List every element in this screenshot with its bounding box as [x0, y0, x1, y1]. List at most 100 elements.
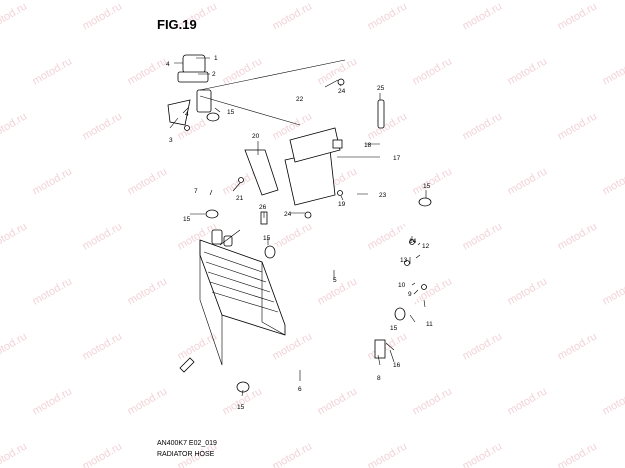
watermark: motod.ru [556, 110, 600, 142]
direction-arrow [179, 357, 195, 373]
part-label: 25 [377, 85, 385, 92]
part-label: 21 [236, 195, 244, 202]
part-label: 12 [422, 243, 430, 250]
watermark: motod.ru [0, 110, 29, 142]
watermark: motod.ru [316, 55, 360, 87]
part-label: 3 [169, 137, 173, 144]
part-label: 24 [338, 88, 346, 95]
watermark: motod.ru [316, 385, 360, 417]
watermark: motod.ru [556, 0, 600, 32]
watermark: motod.ru [411, 385, 455, 417]
watermark: motod.ru [556, 220, 600, 252]
part-label: 14 [409, 238, 417, 245]
part-label: 15 [263, 235, 271, 242]
watermark: motod.ru [31, 55, 75, 87]
watermark: motod.ru [411, 55, 455, 87]
watermark: motod.ru [506, 165, 550, 197]
bracket-3 [167, 99, 191, 126]
part-label: 15 [237, 404, 245, 411]
watermark: motod.ru [601, 165, 625, 197]
part-label: 6 [298, 386, 302, 393]
part-label: 20 [252, 133, 260, 140]
hose-5 [265, 200, 430, 280]
reference-lines [199, 59, 346, 246]
watermark: motod.ru [461, 0, 505, 32]
watermark: motod.ru [506, 55, 550, 87]
watermark: motod.ru [461, 110, 505, 142]
part-label: 22 [296, 96, 304, 103]
watermark: motod.ru [31, 385, 75, 417]
watermark: motod.ru [366, 110, 410, 142]
watermark: motod.ru [366, 440, 410, 468]
bracket-20 [244, 149, 279, 196]
part-label: 4 [166, 61, 170, 68]
watermark: motod.ru [556, 330, 600, 362]
watermark: motod.ru [601, 385, 625, 417]
drawing-code: AN400K7 E02_019 [157, 440, 217, 447]
part-label: 7 [194, 188, 198, 195]
watermark: motod.ru [601, 55, 625, 87]
part-label: 13 [400, 257, 408, 264]
hose-6 [240, 315, 395, 390]
part-label: 5 [333, 277, 337, 284]
watermark: motod.ru [0, 220, 29, 252]
part-label: 11 [426, 321, 433, 328]
part-label: 18 [364, 142, 372, 149]
watermark: motod.ru [461, 220, 505, 252]
watermark: motod.ru [366, 0, 410, 32]
figure-title: FIG.19 [157, 17, 197, 32]
hose-7 [205, 116, 215, 214]
watermark: motod.ru [81, 330, 125, 362]
watermark: motod.ru [556, 440, 600, 468]
watermark: motod.ru [271, 0, 315, 32]
watermark: motod.ru [126, 165, 170, 197]
watermark: motod.ru [0, 440, 29, 468]
watermark: motod.ru [221, 55, 265, 87]
watermark: motod.ru [0, 330, 29, 362]
drawing-name: RADIATOR HOSE [157, 451, 215, 458]
watermark: motod.ru [461, 330, 505, 362]
part-label: 19 [338, 201, 346, 208]
part-labels: 1 2 3 4 4 5 6 7 8 9 10 11 12 13 14 15 15… [166, 55, 433, 411]
watermark: motod.ru [126, 55, 170, 87]
part-label: 23 [379, 192, 387, 199]
radiator-cap [177, 54, 212, 113]
watermark: motod.ru [31, 275, 75, 307]
part-label: 26 [259, 204, 267, 211]
part-label: 4 [185, 111, 189, 118]
part-label: 15 [390, 325, 398, 332]
part-label: 15 [423, 183, 431, 190]
part-label: 2 [212, 71, 216, 78]
part-label: 16 [393, 362, 401, 369]
watermark: motod.ru [0, 0, 29, 32]
watermark: motod.ru [31, 165, 75, 197]
part-label: 9 [408, 291, 412, 298]
part-label: 15 [227, 109, 235, 116]
watermark: motod.ru [81, 110, 125, 142]
watermark: motod.ru [126, 385, 170, 417]
hose-23 [318, 98, 369, 230]
watermark: motod.ru [81, 440, 125, 468]
watermark: motod.ru [506, 385, 550, 417]
watermark: motod.ru [81, 220, 125, 252]
part-label: 15 [183, 216, 191, 223]
watermark: motod.ru [81, 0, 125, 32]
part-label: 17 [393, 155, 401, 162]
watermark: motod.ru [411, 165, 455, 197]
watermark: motod.ru [316, 275, 360, 307]
part-label: 8 [377, 375, 381, 382]
watermark: motod.ru [126, 275, 170, 307]
watermark: motod.ru [176, 330, 220, 362]
watermark: motod.ru [271, 330, 315, 362]
part-label: 24 [284, 211, 292, 218]
watermark: motod.ru [506, 275, 550, 307]
part-label: 10 [398, 282, 406, 289]
leader-lines [169, 57, 427, 397]
watermark: motod.ru [601, 275, 625, 307]
radiator [199, 229, 286, 366]
reservoir-tank [284, 127, 341, 206]
hose-9 [402, 247, 428, 313]
